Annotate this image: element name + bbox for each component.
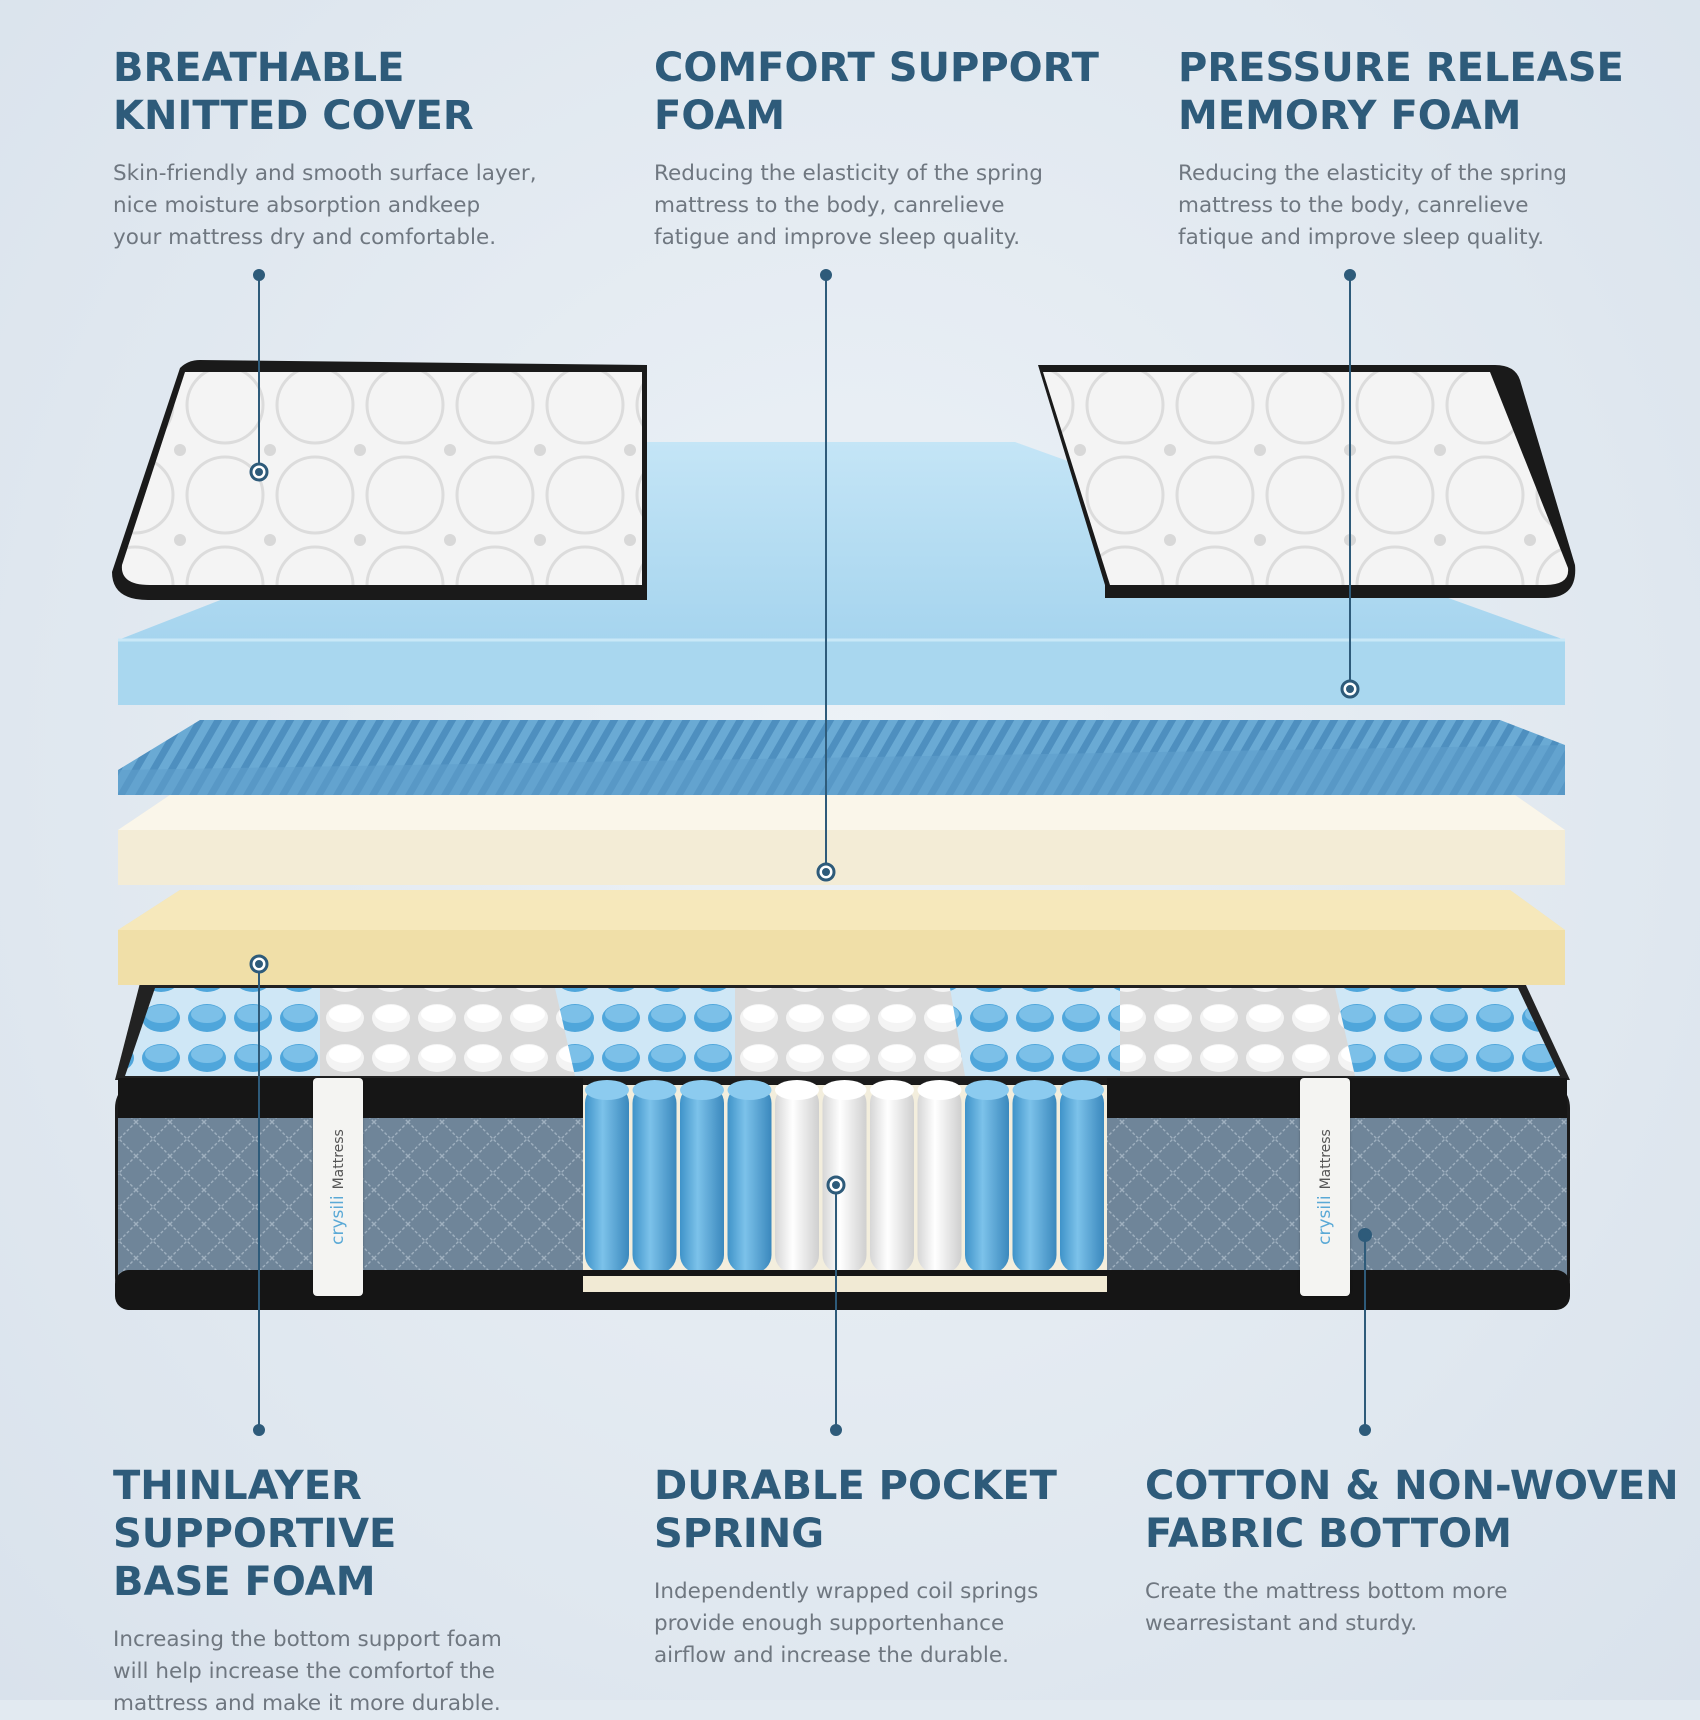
knitted-cover-right <box>1038 365 1576 598</box>
spring-coil <box>1012 1085 1057 1273</box>
brand-label: Mattress <box>1318 1129 1334 1190</box>
spring-coil-top <box>775 1080 819 1100</box>
brand-logo: crysili <box>1315 1195 1335 1245</box>
base-foam-layer <box>118 890 1565 985</box>
wave-foam-layer <box>118 720 1565 795</box>
spring-coil-top <box>727 1080 772 1100</box>
pocket-springs <box>585 1080 1104 1273</box>
spring-coil-top <box>1012 1080 1057 1100</box>
spring-coil <box>680 1085 724 1273</box>
brand-tag-right: crysili Mattress <box>1300 1078 1350 1296</box>
spring-coil <box>1060 1085 1104 1273</box>
brand-logo: crysili <box>328 1195 348 1245</box>
spring-coil <box>917 1085 962 1273</box>
spring-coil <box>775 1085 819 1273</box>
callouts <box>249 269 1372 1436</box>
spring-coil-top <box>585 1080 629 1100</box>
brand-label: Mattress <box>331 1129 347 1190</box>
cream-foam-layer <box>118 795 1565 885</box>
feature-description: Skin-friendly and smooth surface layer,n… <box>113 161 537 250</box>
brand-tag-left: crysili Mattress <box>313 1078 363 1296</box>
spring-coil <box>727 1085 772 1273</box>
spring-coil <box>965 1085 1009 1273</box>
knitted-cover-left <box>112 360 647 600</box>
spring-coil <box>632 1085 677 1273</box>
spring-coil-top <box>917 1080 962 1100</box>
spring-coil-top <box>680 1080 724 1100</box>
spring-coil <box>822 1085 867 1273</box>
spring-coil-top <box>965 1080 1009 1100</box>
spring-coil-top <box>632 1080 677 1100</box>
spring-coil-top <box>822 1080 867 1100</box>
spring-coil-top <box>1060 1080 1104 1100</box>
spring-coil <box>585 1085 629 1273</box>
spring-coil-top <box>870 1080 914 1100</box>
spring-coil <box>870 1085 914 1273</box>
